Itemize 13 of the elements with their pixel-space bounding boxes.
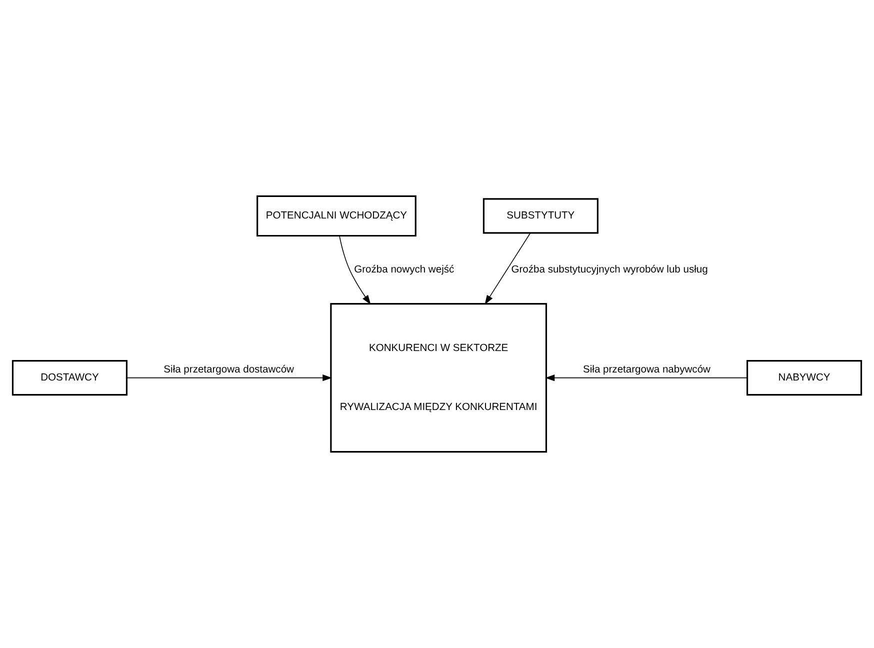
node-box: SUBSTYTUTY [482,198,598,234]
node-box: POTENCJALNI WCHODZĄCY [256,195,416,237]
edge-label: Siła przetargowa dostawców [164,364,294,376]
edge-label: Siła przetargowa nabywców [583,364,710,376]
node-box: DOSTAWCY [12,360,128,396]
arrow [126,374,332,382]
node-box: NABYWCY [746,360,862,396]
arrow [484,232,531,305]
arrow [545,374,748,382]
node-box: KONKURENCI W SEKTORZE RYWALIZACJA MIĘDZY KONKURENTAMI [330,303,548,453]
edge-label: Groźba nowych wejść [354,264,454,276]
edge-label: Groźba substytucyjnych wyrobów lub usług [511,264,708,276]
arrow [339,236,371,305]
